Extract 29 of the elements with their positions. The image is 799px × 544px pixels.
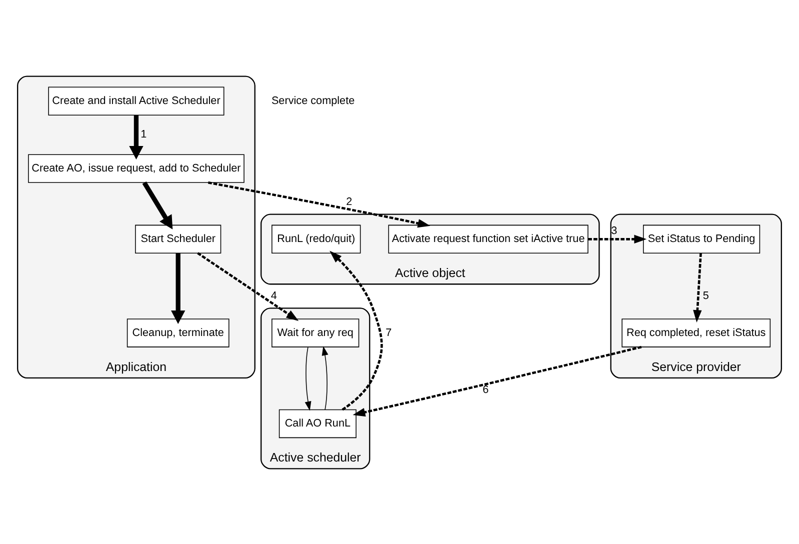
- node-box: Start Scheduler: [135, 224, 222, 253]
- arrow: [208, 180, 430, 228]
- edge-label: 2: [346, 196, 352, 208]
- node-box: RunL (redo/quit): [272, 224, 361, 253]
- label: Service complete: [271, 94, 355, 106]
- arrow: [171, 252, 186, 324]
- edge-label: 4: [270, 290, 277, 302]
- arrow: [352, 345, 642, 416]
- edge-label: 3: [611, 224, 618, 236]
- arrow: [304, 346, 312, 410]
- node-box: Wait for any req: [272, 318, 360, 347]
- node-box: Create and install Active Scheduler: [48, 86, 224, 115]
- edge-label: 7: [386, 326, 392, 338]
- arrow: [322, 346, 328, 410]
- node-box: Cleanup, terminate: [126, 318, 230, 347]
- arrow: [197, 252, 299, 320]
- node-box: Activate request function set iActive true: [388, 224, 588, 253]
- edge-label: 1: [140, 128, 147, 140]
- arrow: [588, 234, 647, 243]
- arrow: [142, 180, 173, 229]
- arrow: [693, 252, 702, 322]
- arrow: [129, 114, 144, 159]
- node-box: Call AO RunL: [278, 408, 356, 438]
- node-box: Set iStatus to Pending: [643, 224, 760, 253]
- node-box: Req completed, reset iStatus: [622, 318, 771, 347]
- edge-label: 6: [482, 383, 489, 396]
- node-box: Create AO, issue request, add to Scheduler: [28, 154, 244, 182]
- arrow: [330, 250, 383, 410]
- edge-label: 5: [702, 290, 709, 302]
